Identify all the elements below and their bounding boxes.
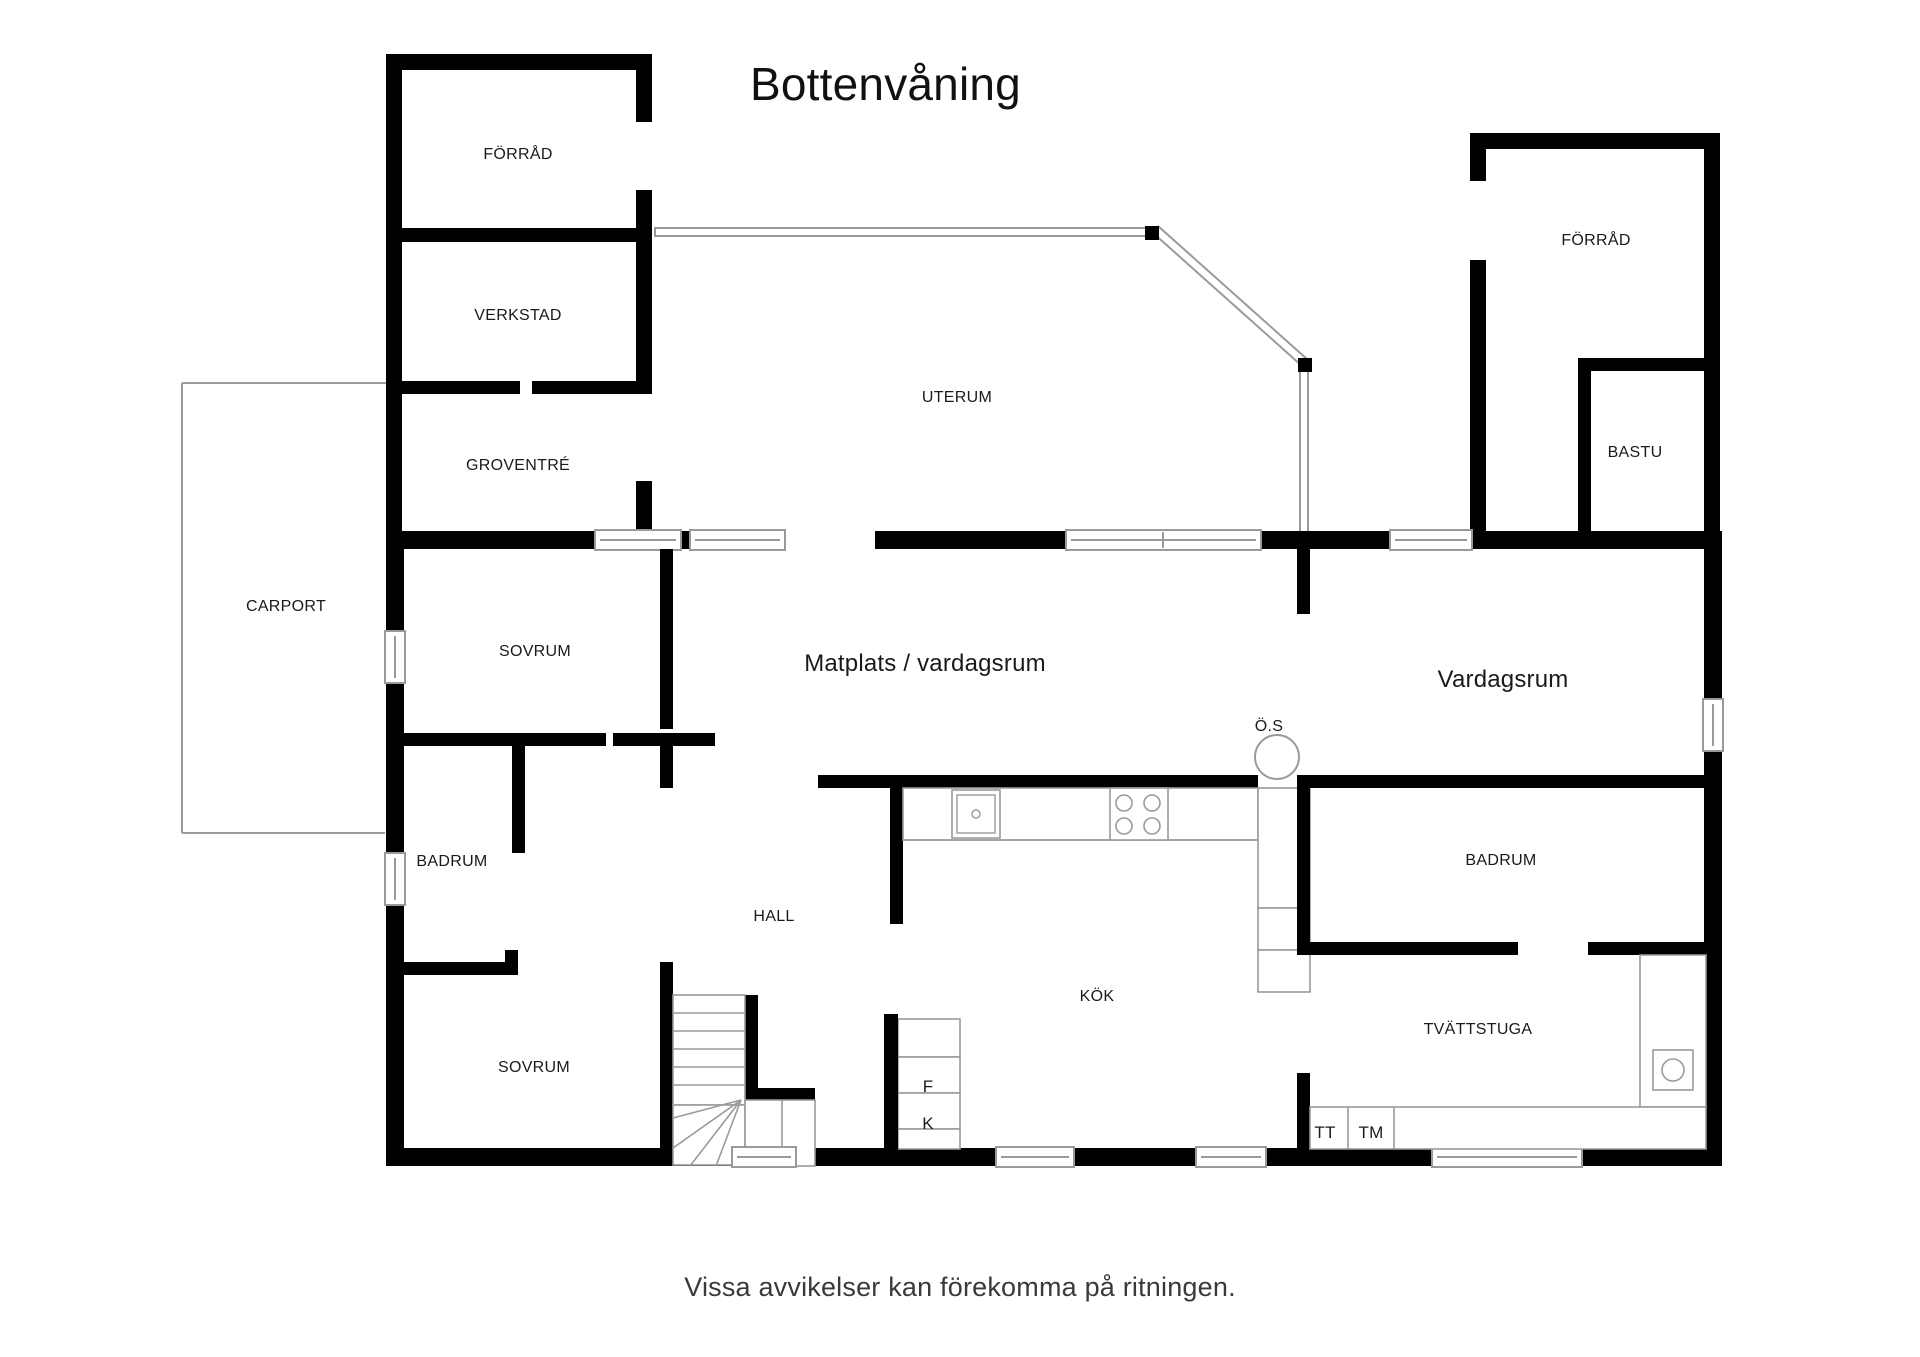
window	[1065, 529, 1262, 551]
window	[1431, 1146, 1583, 1168]
center-right-partitions	[1254, 549, 1706, 1166]
plan-footnote: Vissa avvikelser kan förekomma på ritnin…	[684, 1272, 1236, 1302]
uterum-walls	[654, 225, 1312, 533]
window	[995, 1146, 1075, 1168]
window	[689, 529, 786, 551]
washbasin-fixture	[1652, 1049, 1694, 1091]
window	[594, 529, 682, 551]
window	[384, 852, 406, 906]
main-outer-walls	[386, 531, 1722, 1166]
window	[1389, 529, 1473, 551]
cooktop-fixture	[1109, 787, 1169, 841]
door-openings	[182, 382, 797, 1168]
kitchen-walls	[818, 775, 1311, 1166]
page-title: Bottenvåning	[750, 58, 1021, 110]
window	[1195, 1146, 1267, 1168]
window	[1702, 698, 1724, 752]
northeast-block-walls	[1470, 133, 1720, 543]
sink-fixture	[951, 789, 1001, 839]
laundry-fixtures	[1309, 954, 1707, 1150]
window	[384, 630, 406, 684]
northwest-block-walls	[386, 54, 652, 541]
wood-stove-fixture	[1254, 734, 1300, 780]
carport-outline	[181, 382, 385, 834]
staircase	[660, 962, 816, 1167]
windows	[384, 529, 1724, 1168]
